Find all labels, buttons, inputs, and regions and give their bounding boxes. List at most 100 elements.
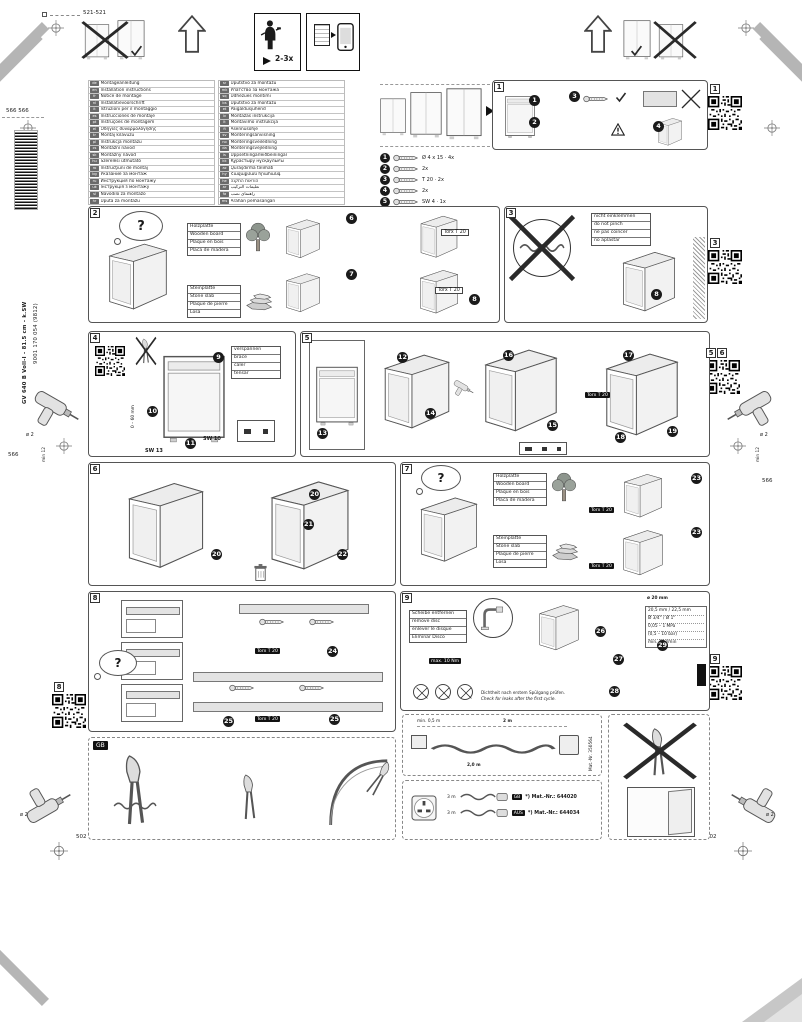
cable-variant-row: 3 m GB *) Mat.-Nr.: 644020 <box>447 789 599 805</box>
question-cloud: ? <box>94 650 137 680</box>
language-title: Installation instructions <box>100 87 151 93</box>
torx-badge: Torx T 20 <box>255 648 280 654</box>
language-title: Istruzioni per il montaggio <box>100 107 157 113</box>
qr-code-3 <box>708 250 742 284</box>
label-line: Placa de madera <box>496 497 535 503</box>
dim-566-pair: 566 566 <box>6 108 29 114</box>
spec-badge <box>697 664 706 686</box>
panel-7-tag: 7 <box>402 464 412 474</box>
cable-length: 3 m <box>447 794 456 800</box>
gb-hose-panel: GB <box>88 737 396 840</box>
label-line: Plaque en bois <box>188 240 240 248</box>
language-title: Monteringsanvisning <box>230 133 276 139</box>
step-8: 8 <box>651 289 662 300</box>
screw-icon <box>583 95 609 103</box>
language-title: Інструкція з монтажу <box>100 185 150 191</box>
language-code: pt <box>90 120 99 126</box>
mounting-strip <box>643 91 677 107</box>
language-code: it <box>90 107 99 113</box>
step-13: 13 <box>317 428 328 439</box>
part-row: 3 T 20 · 2x <box>380 174 520 185</box>
step-2: 2 <box>529 117 540 128</box>
step-18: 18 <box>615 432 626 443</box>
wall-hatching <box>693 237 705 319</box>
no-tool-door-panel <box>608 714 710 840</box>
language-title: Montageanleitung <box>100 81 140 87</box>
cable-icon <box>459 807 509 819</box>
language-title: Monteringsvejledning <box>230 146 277 152</box>
language-code: uk <box>90 185 99 191</box>
step-1: 1 <box>529 95 540 106</box>
torx-badge: Torx T 20 <box>589 507 614 513</box>
step-28: 28 <box>609 686 620 697</box>
torque-badge: max. 10 Nm <box>429 658 462 664</box>
cable-variant-list: 3 m GB *) Mat.-Nr.: 644020 3 m AUS *) Ma… <box>447 789 599 821</box>
level-pictogram-box <box>237 420 275 442</box>
gb-badge: GB <box>93 741 108 750</box>
label-line: Plaque de pierre <box>494 552 546 560</box>
board-strip <box>126 691 180 699</box>
step-4: 4 <box>653 121 664 132</box>
wrench-size-sw10: SW 10 <box>203 436 221 442</box>
language-code: sk <box>90 152 99 158</box>
drill-icon <box>728 774 786 828</box>
panel-5: 5 Torx T 20 12 13 14 15 16 17 18 19 <box>300 331 710 457</box>
dim-line <box>417 726 567 727</box>
language-title: Montāžas instrukcija <box>230 113 275 119</box>
torx-label: Torx T 20 <box>441 229 469 236</box>
spec-row: Ø 3/4" / Ø 1" <box>648 616 704 624</box>
dim-square <box>42 12 47 17</box>
dishwasher-iso <box>409 481 489 579</box>
alignment-line <box>380 84 490 85</box>
language-title: Notice de montage <box>100 94 142 100</box>
spec-row: 20,5 mm / 22,5 mm <box>648 608 704 616</box>
label-line: Plaque en bois <box>494 490 546 498</box>
dishwasher-iso <box>599 525 687 581</box>
arrow-icon <box>263 428 268 434</box>
dishwasher-iso <box>275 215 331 263</box>
step-23: 23 <box>691 527 702 538</box>
panel-6: 6 20 21 22 20 <box>88 462 396 586</box>
step-25: 25 <box>223 716 234 727</box>
pliers-icon <box>119 748 153 832</box>
torque-icon <box>542 446 547 451</box>
language-code: de <box>90 81 99 87</box>
language-title: Құрастыру нұсқаулығы <box>230 159 284 165</box>
language-title: Monteringsveiledning <box>230 139 277 145</box>
label-line: Scheibe entfernen <box>410 611 466 619</box>
hose-diameter: ø 20 mm <box>647 596 668 601</box>
cross-icon <box>652 20 698 60</box>
language-code: fa <box>220 191 229 197</box>
tree-icon <box>551 471 577 503</box>
panel-8: 8 ? Torx T 20 24 Torx T 20 25 25 <box>88 591 396 732</box>
level-icon <box>244 428 251 434</box>
drill-depth: min 12 <box>42 447 47 462</box>
step-29: 29 <box>657 640 668 651</box>
drill-icon <box>724 386 782 440</box>
step-27: 27 <box>613 654 624 665</box>
part-row: 2 2x <box>380 163 520 174</box>
step-12: 12 <box>397 352 408 363</box>
installer-pictogram-box: 2-3x <box>254 13 301 71</box>
qr-code-4 <box>95 346 125 376</box>
cabinet-door <box>668 788 692 836</box>
hose-coupling <box>559 735 579 755</box>
step-20: 20 <box>211 549 222 560</box>
stone-icon <box>551 541 581 561</box>
hose-length: 2 m <box>503 719 512 724</box>
